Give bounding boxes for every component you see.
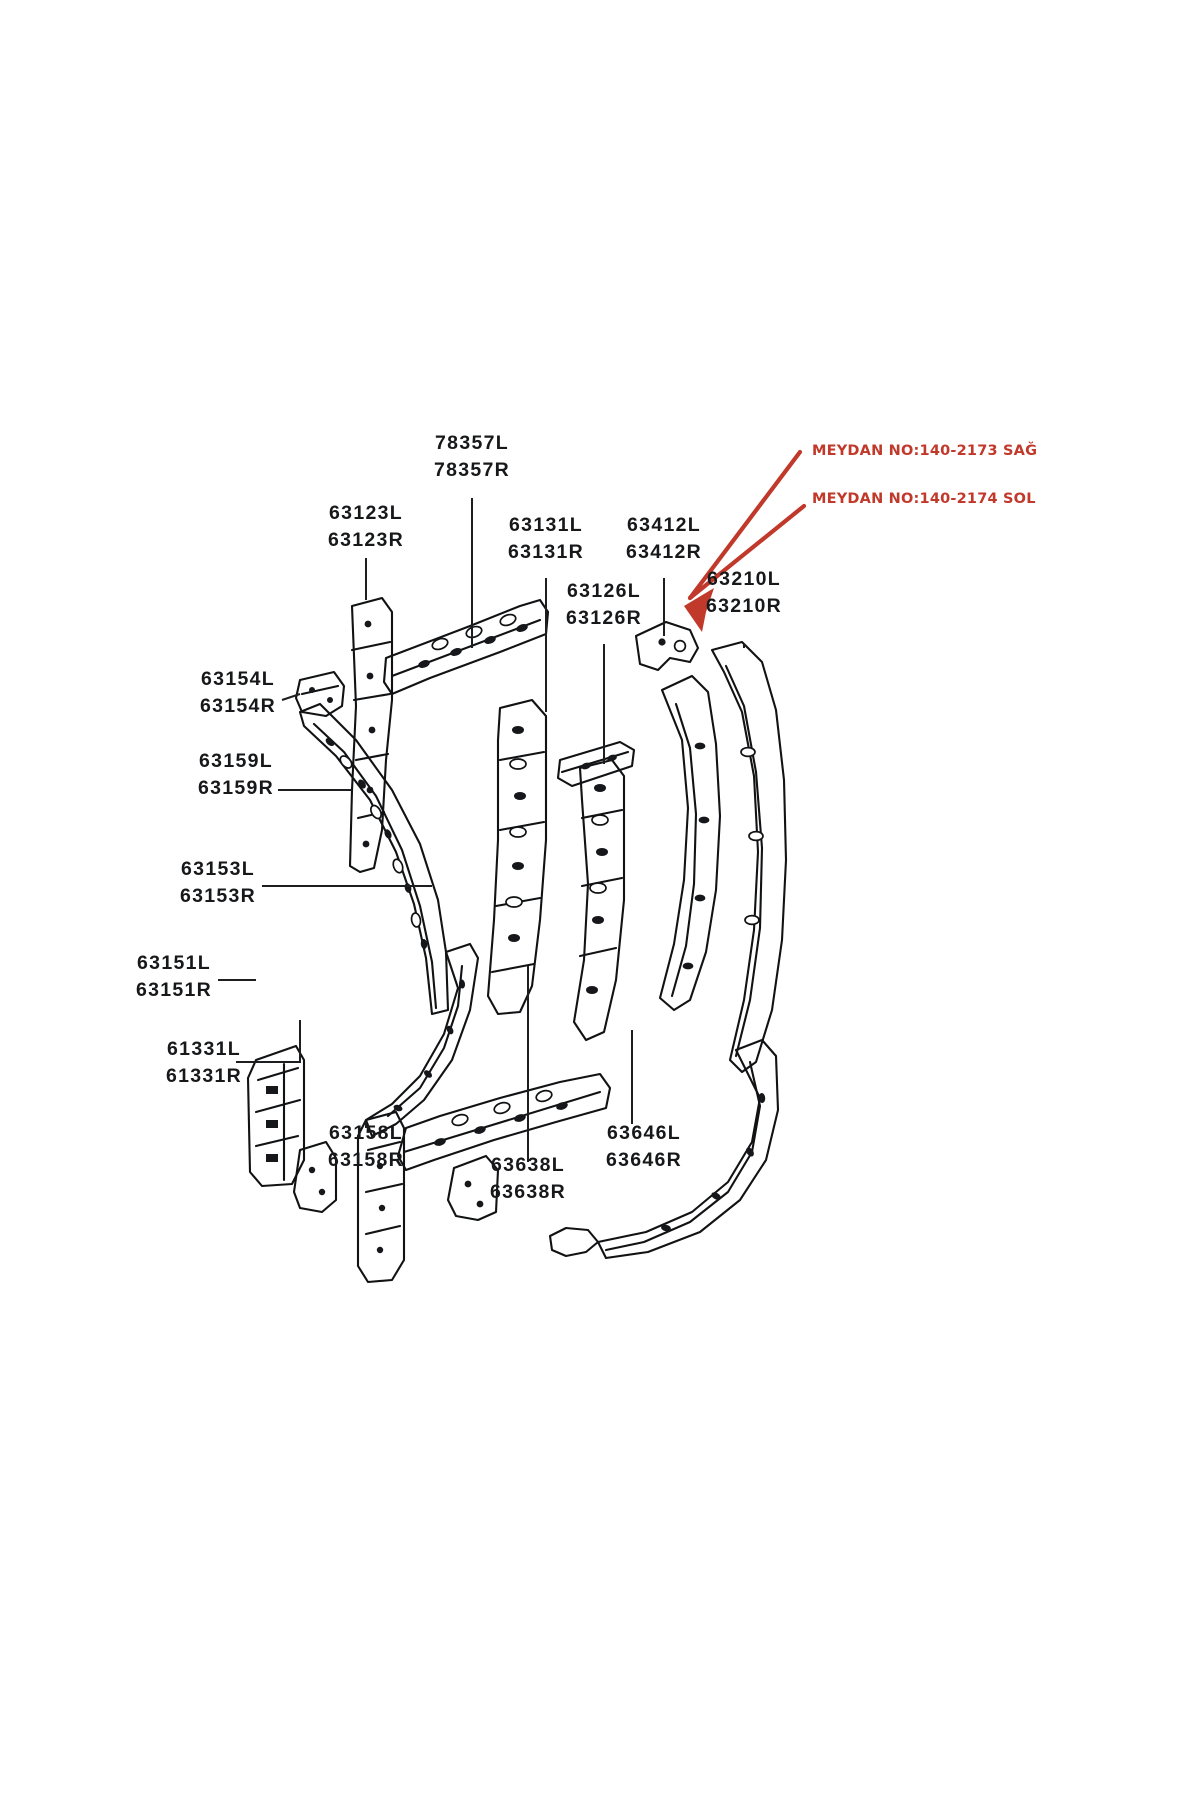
part-art-61331 xyxy=(292,1140,338,1214)
part-art-63210 xyxy=(658,640,788,1074)
part-art-63131 xyxy=(486,698,548,1016)
part-art-63412 xyxy=(556,740,636,788)
part-label-63210-right: 63210R xyxy=(705,595,783,617)
part-label-63158-left: 63158L xyxy=(329,1122,403,1144)
part-label-63646-right: 63646R xyxy=(605,1149,683,1171)
part-label-78357-right: 78357R xyxy=(433,459,511,481)
part-label-63126-left: 63126L xyxy=(567,580,641,602)
part-label-63151-right: 63151R xyxy=(135,979,213,1001)
part-art-63153 xyxy=(364,942,480,1138)
part-label-63158: 63158L 63158R xyxy=(300,1120,432,1174)
part-label-63638-right: 63638R xyxy=(489,1181,567,1203)
part-label-63126: 63126L 63126R xyxy=(538,578,670,632)
part-label-63151-left: 63151L xyxy=(137,952,211,974)
part-label-63126-right: 63126R xyxy=(565,607,643,629)
part-art-63126 xyxy=(572,758,626,1042)
part-label-63123: 63123L 63123R xyxy=(300,500,432,554)
part-label-63210: 63210L 63210R xyxy=(678,566,810,620)
part-label-63159: 63159L 63159R xyxy=(170,748,302,802)
part-art-78357 xyxy=(382,598,550,696)
leader-lines xyxy=(218,498,745,1162)
part-art-63412-upper xyxy=(634,620,700,672)
part-label-63412: 63412L 63412R xyxy=(598,512,730,566)
annotation-meydan-right: MEYDAN NO:140-2173 SAĞ xyxy=(812,443,1038,459)
part-label-63123-left: 63123L xyxy=(329,502,403,524)
part-art-63151 xyxy=(246,1044,306,1188)
part-label-63646: 63646L 63646R xyxy=(578,1120,710,1174)
part-label-63210-left: 63210L xyxy=(707,568,781,590)
part-label-63154-right: 63154R xyxy=(199,695,277,717)
part-label-63123-right: 63123R xyxy=(327,529,405,551)
part-label-63154: 63154L 63154R xyxy=(172,666,304,720)
part-label-63153: 63153L 63153R xyxy=(152,856,284,910)
part-label-61331-left: 61331L xyxy=(167,1038,241,1060)
part-label-61331-right: 61331R xyxy=(165,1065,243,1087)
leader-63154 xyxy=(281,693,301,701)
part-label-63154-left: 63154L xyxy=(201,668,275,690)
annotation-meydan-left: MEYDAN NO:140-2174 SOL xyxy=(812,491,1036,507)
leader-61331 xyxy=(236,1020,301,1063)
part-label-63638: 63638L 63638R xyxy=(462,1152,594,1206)
part-label-63159-left: 63159L xyxy=(199,750,273,772)
part-art-63638 xyxy=(396,1072,612,1222)
part-label-63151: 63151L 63151R xyxy=(108,950,240,1004)
part-label-63131-left: 63131L xyxy=(509,514,583,536)
part-label-63412-right: 63412R xyxy=(625,541,703,563)
part-label-61331: 61331L 61331R xyxy=(138,1036,270,1090)
part-label-63158-right: 63158R xyxy=(327,1149,405,1171)
part-art-63158 xyxy=(356,1110,406,1284)
part-label-63646-left: 63646L xyxy=(607,1122,681,1144)
part-label-78357-left: 78357L xyxy=(435,432,509,454)
red-callout-arrow xyxy=(684,449,807,632)
part-art-63154 xyxy=(294,670,346,718)
part-label-63638-left: 63638L xyxy=(491,1154,565,1176)
part-art-63159 xyxy=(298,702,450,1016)
part-label-63159-right: 63159R xyxy=(197,777,275,799)
part-label-78357: 78357L 78357R xyxy=(406,430,538,484)
part-label-63412-left: 63412L xyxy=(627,514,701,536)
part-art-63646 xyxy=(548,1038,780,1260)
part-label-63131-right: 63131R xyxy=(507,541,585,563)
part-label-63131: 63131L 63131R xyxy=(480,512,612,566)
part-label-63153-left: 63153L xyxy=(181,858,255,880)
part-label-63153-right: 63153R xyxy=(179,885,257,907)
